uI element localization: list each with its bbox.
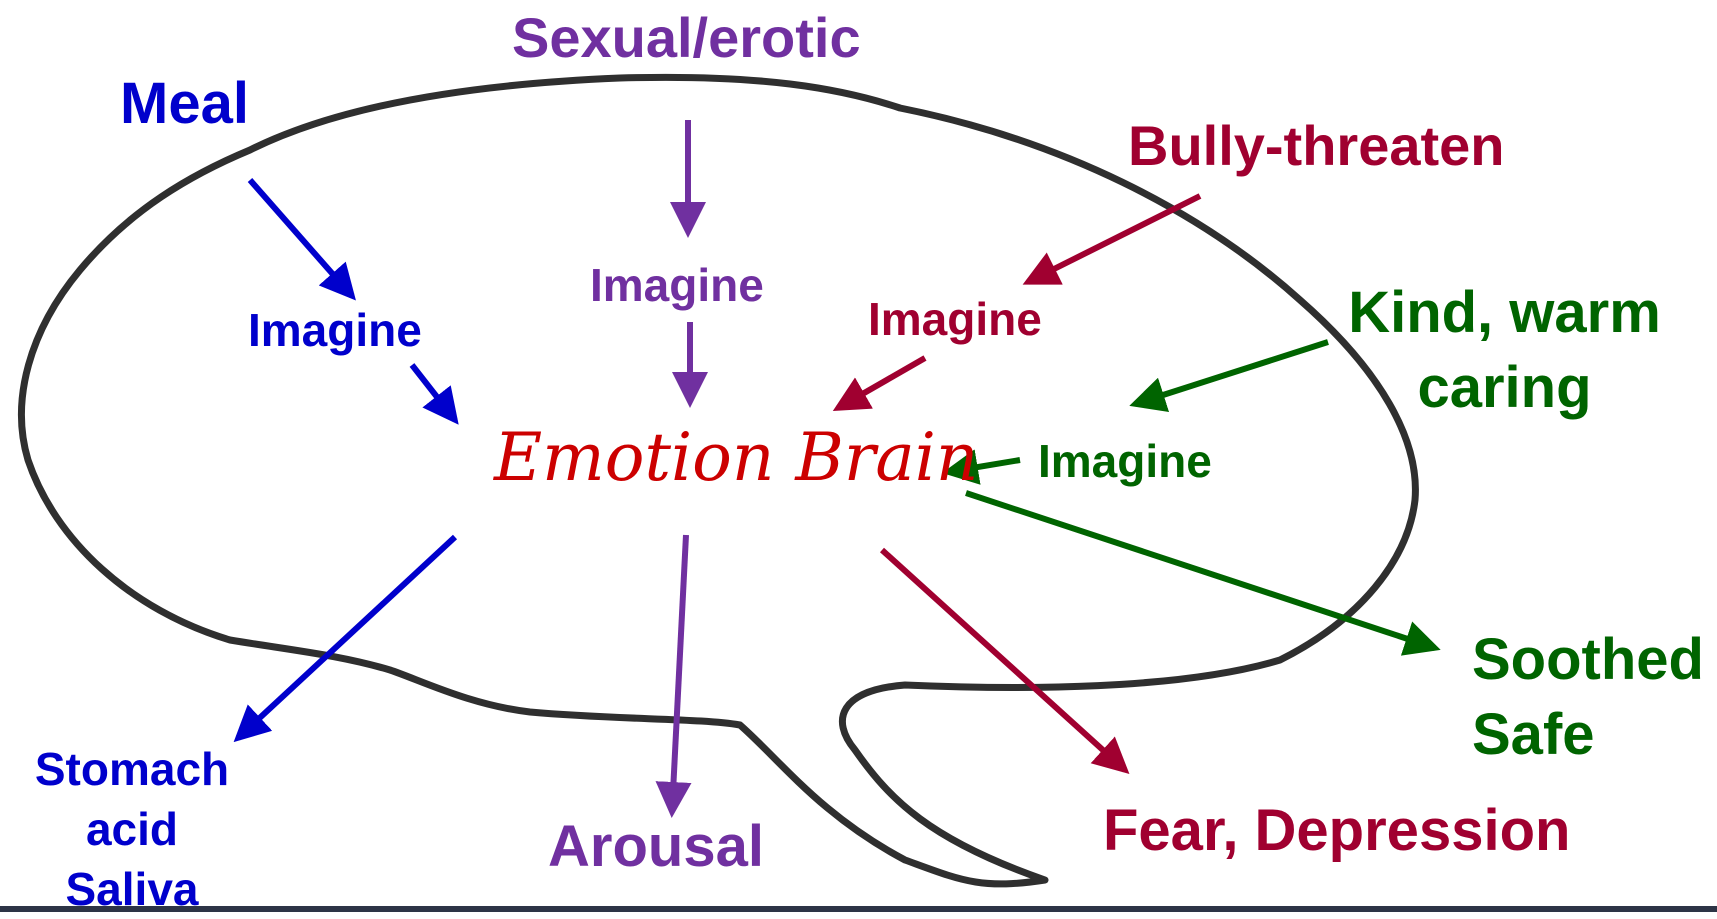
bully-imagine-to-brain-arrow bbox=[838, 358, 925, 408]
bully-to-imagine-arrow bbox=[1028, 196, 1200, 282]
kind-imagine-label: Imagine bbox=[1038, 438, 1212, 484]
brain-to-stomach-arrow bbox=[238, 537, 455, 738]
bully-imagine-label: Imagine bbox=[868, 296, 1042, 342]
emotion-brain-label: Emotion Brain bbox=[494, 425, 978, 491]
meal-imagine-label: Imagine bbox=[248, 307, 422, 353]
meal-to-imagine-arrow bbox=[250, 180, 352, 296]
bottom-bar bbox=[0, 906, 1717, 912]
kind-warm-caring-label: Kind, warm caring bbox=[1332, 275, 1677, 426]
brain-to-fear-arrow bbox=[882, 550, 1125, 770]
arousal-outcome-label: Arousal bbox=[548, 818, 764, 876]
brain-to-soothed-arrow bbox=[966, 493, 1435, 648]
sexual-erotic-label: Sexual/erotic bbox=[512, 10, 861, 66]
kind-to-imagine-arrow bbox=[1135, 342, 1328, 404]
fear-depression-outcome-label: Fear, Depression bbox=[1103, 802, 1570, 860]
meal-imagine-to-brain-arrow bbox=[412, 365, 455, 420]
stomach-outcome-label: Stomach acid Saliva bbox=[22, 740, 242, 919]
soothed-safe-outcome-label: Soothed Safe bbox=[1472, 622, 1704, 773]
bully-threaten-label: Bully-threaten bbox=[1128, 118, 1505, 174]
sexual-imagine-label: Imagine bbox=[590, 262, 764, 308]
brain-to-arousal-arrow bbox=[672, 535, 686, 812]
meal-label: Meal bbox=[120, 75, 249, 133]
